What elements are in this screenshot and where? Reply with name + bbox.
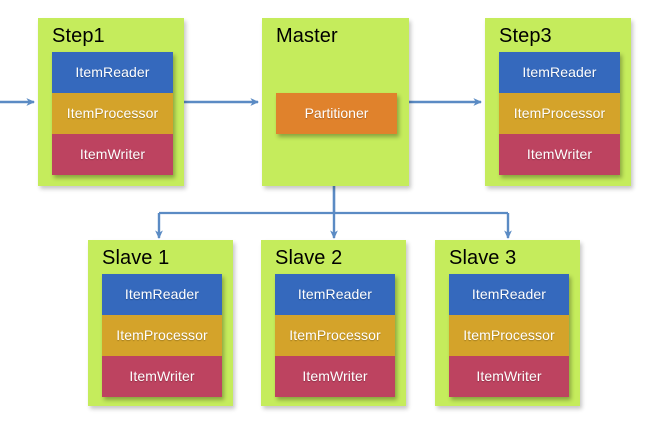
node-step1-component-stack: ItemReader ItemProcessor ItemWriter xyxy=(52,52,173,175)
component-item-writer[interactable]: ItemWriter xyxy=(275,356,395,397)
connector-master-bus xyxy=(159,186,508,215)
node-slave1-title: Slave 1 xyxy=(102,247,170,269)
component-item-writer[interactable]: ItemWriter xyxy=(102,356,222,397)
component-item-processor[interactable]: ItemProcessor xyxy=(275,315,395,356)
component-item-processor[interactable]: ItemProcessor xyxy=(499,93,620,134)
component-item-reader[interactable]: ItemReader xyxy=(449,274,569,315)
node-slave2-title: Slave 2 xyxy=(275,247,343,269)
component-item-reader[interactable]: ItemReader xyxy=(102,274,222,315)
node-step3-title: Step3 xyxy=(499,25,552,47)
component-partitioner[interactable]: Partitioner xyxy=(276,93,397,134)
component-item-reader[interactable]: ItemReader xyxy=(52,52,173,93)
component-item-writer[interactable]: ItemWriter xyxy=(499,134,620,175)
node-step3[interactable]: Step3 ItemReader ItemProcessor ItemWrite… xyxy=(485,18,631,186)
node-slave3[interactable]: Slave 3 ItemReader ItemProcessor ItemWri… xyxy=(435,240,580,406)
component-item-reader[interactable]: ItemReader xyxy=(275,274,395,315)
node-slave2-component-stack: ItemReader ItemProcessor ItemWriter xyxy=(275,274,395,397)
component-item-processor[interactable]: ItemProcessor xyxy=(52,93,173,134)
node-step1[interactable]: Step1 ItemReader ItemProcessor ItemWrite… xyxy=(38,18,184,186)
component-item-processor[interactable]: ItemProcessor xyxy=(102,315,222,356)
node-slave3-component-stack: ItemReader ItemProcessor ItemWriter xyxy=(449,274,569,397)
component-item-writer[interactable]: ItemWriter xyxy=(52,134,173,175)
node-step3-component-stack: ItemReader ItemProcessor ItemWriter xyxy=(499,52,620,175)
component-item-writer[interactable]: ItemWriter xyxy=(449,356,569,397)
node-slave1[interactable]: Slave 1 ItemReader ItemProcessor ItemWri… xyxy=(88,240,233,406)
node-step1-title: Step1 xyxy=(52,25,105,47)
component-item-processor[interactable]: ItemProcessor xyxy=(449,315,569,356)
node-master-title: Master xyxy=(276,25,338,47)
node-slave1-component-stack: ItemReader ItemProcessor ItemWriter xyxy=(102,274,222,397)
component-item-reader[interactable]: ItemReader xyxy=(499,52,620,93)
node-slave3-title: Slave 3 xyxy=(449,247,517,269)
node-slave2[interactable]: Slave 2 ItemReader ItemProcessor ItemWri… xyxy=(261,240,406,406)
node-master[interactable]: Master Partitioner xyxy=(262,18,409,186)
